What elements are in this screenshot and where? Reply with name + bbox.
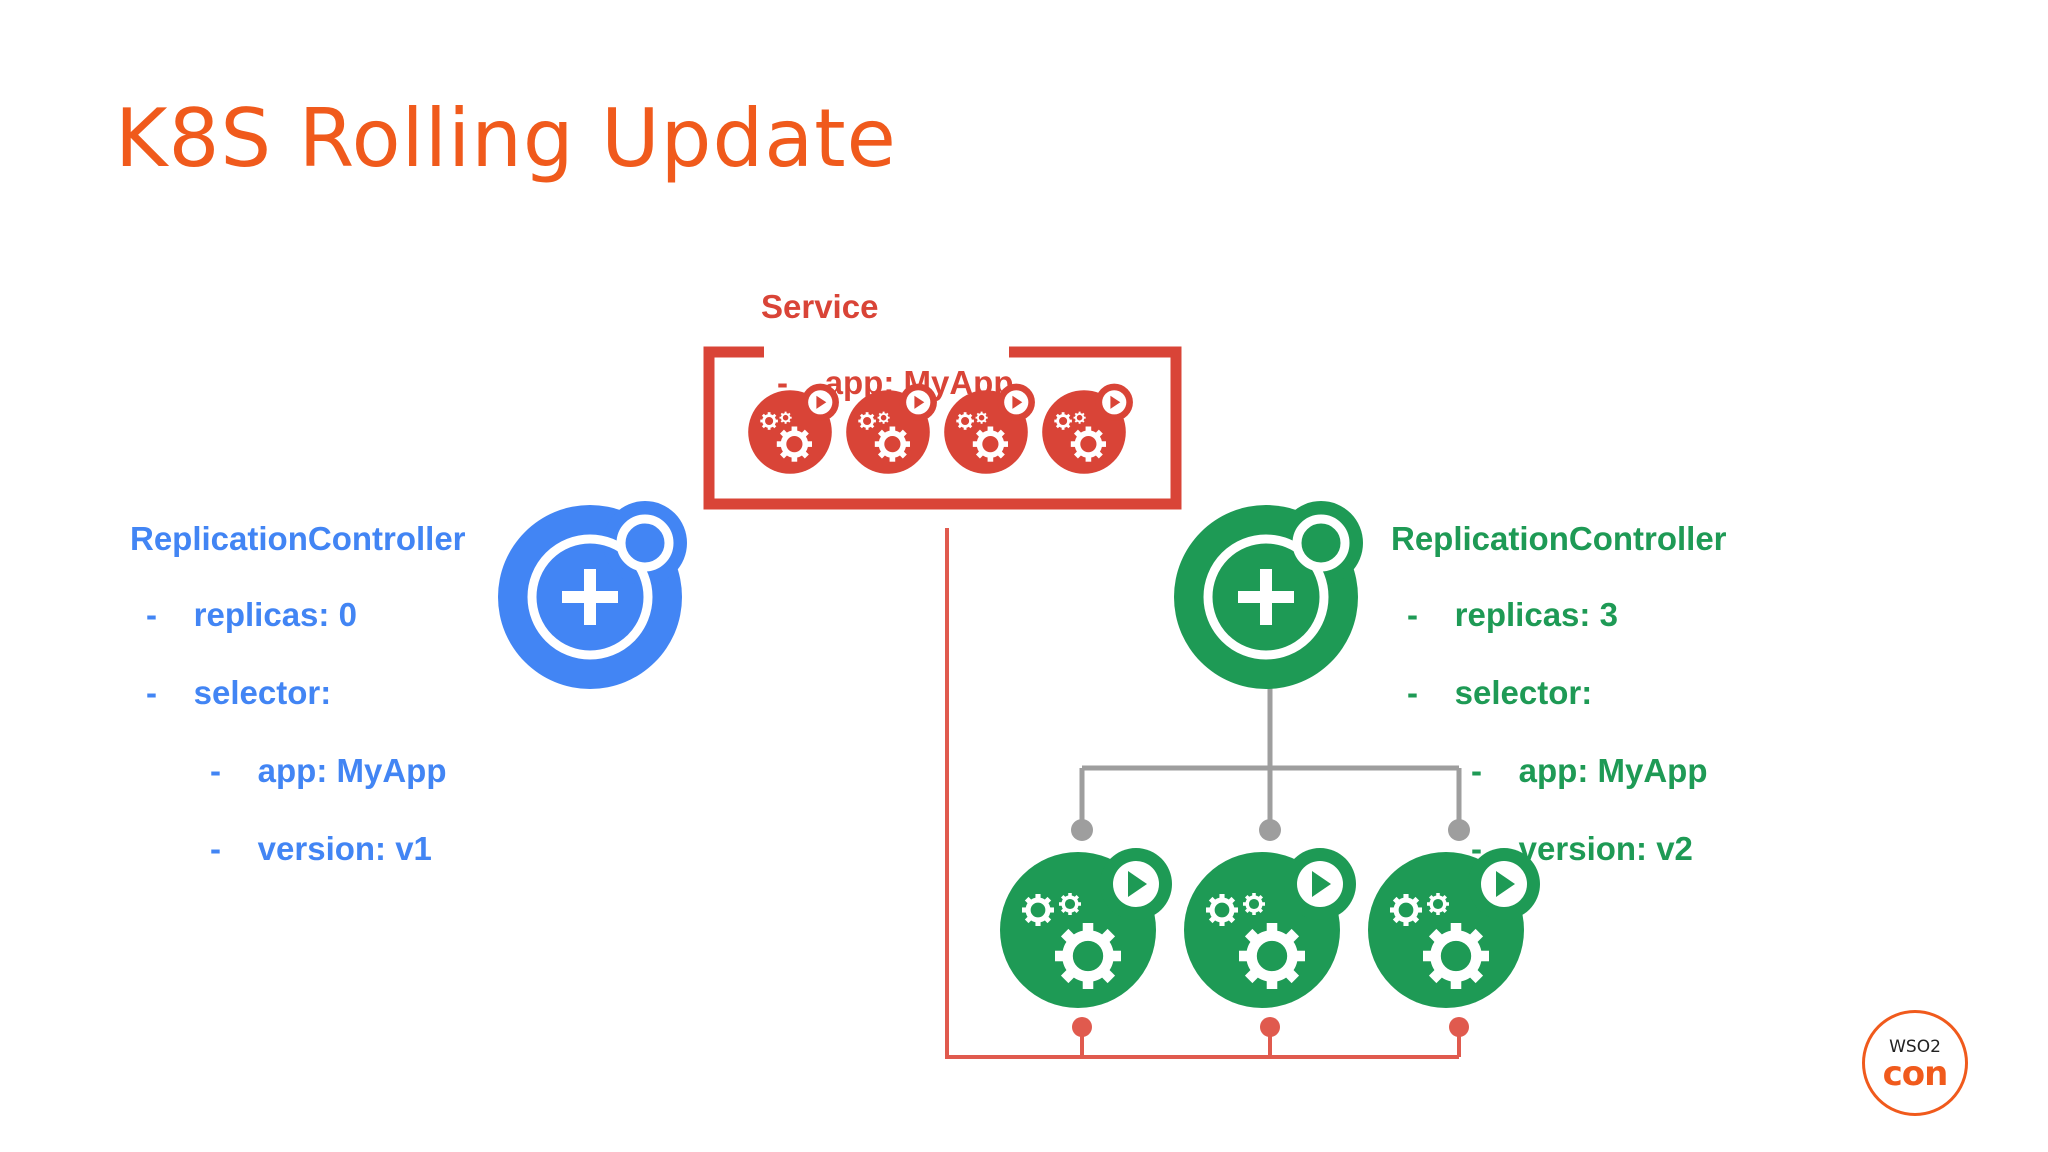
rc-pod-tree-dots: [1071, 819, 1470, 841]
rc-left-version: - version: v1: [210, 830, 432, 867]
rc-right-label: ReplicationController - replicas: 3 - se…: [1391, 484, 1727, 888]
rc-right-version: - version: v2: [1471, 830, 1693, 867]
logo-line2: con: [1882, 1054, 1949, 1094]
rc-left-replicas: - replicas: 0: [146, 596, 357, 633]
logo-line1: WSO2: [1889, 1037, 1941, 1057]
pod-gears-play-icon: [1042, 383, 1133, 474]
pod-gears-play-icon: [1184, 848, 1356, 1008]
service-heading: Service: [761, 288, 879, 325]
rc-left-heading: ReplicationController: [130, 520, 466, 557]
service-pod-connectors: [1072, 1017, 1469, 1057]
replication-controller-plus-icon: [1174, 501, 1363, 689]
green-pods: [1000, 848, 1540, 1008]
page-title: K8S Rolling Update: [115, 92, 897, 185]
rc-left-selector: - selector:: [146, 674, 332, 711]
rc-right-heading: ReplicationController: [1391, 520, 1727, 557]
wso2con-logo: WSO2 con: [1862, 1010, 1968, 1116]
pod-gears-play-icon: [1000, 848, 1172, 1008]
pod-gears-play-icon: [846, 383, 937, 474]
pod-gears-play-icon: [748, 383, 839, 474]
pod-gears-play-icon: [1368, 848, 1540, 1008]
service-pods: [748, 383, 1133, 474]
service-connector-line: [945, 528, 1459, 1059]
rc-right-selector: - selector:: [1407, 674, 1593, 711]
rc-pod-tree: [1079, 680, 1462, 830]
rc-left-label: ReplicationController - replicas: 0 - se…: [130, 484, 466, 888]
replication-controller-plus-icon: [498, 501, 687, 689]
rc-left-app: - app: MyApp: [210, 752, 447, 789]
service-bracket: [703, 346, 1182, 510]
pod-gears-play-icon: [944, 383, 1035, 474]
rc-right-app: - app: MyApp: [1471, 752, 1708, 789]
rc-right-replicas: - replicas: 3: [1407, 596, 1618, 633]
